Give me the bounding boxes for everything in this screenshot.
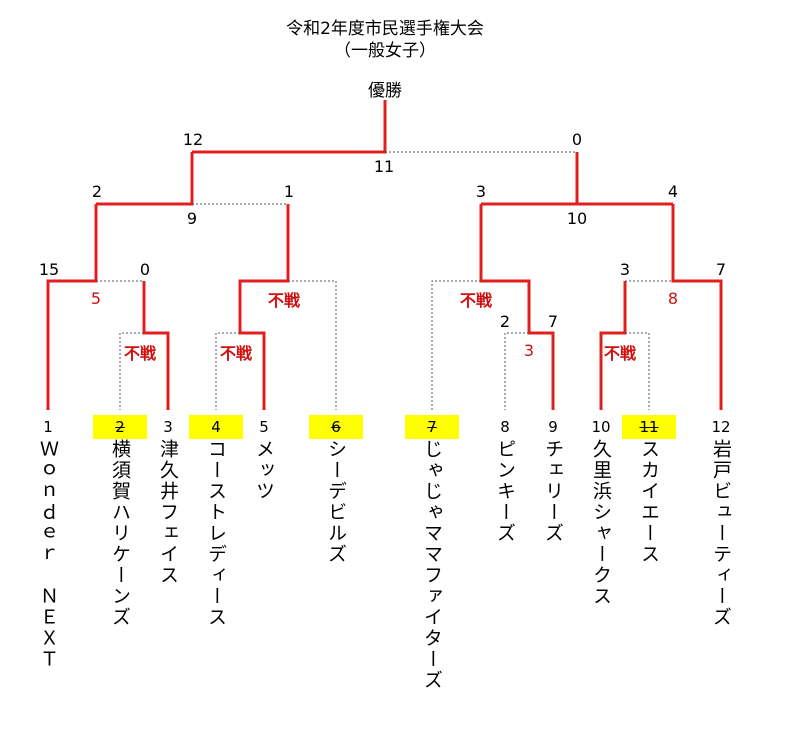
team-name: シーデビルズ: [325, 439, 347, 565]
team-1: 1 Ｗｏｎｄｅｒ ＮＥＸＴ: [33, 415, 63, 670]
team-number: 6: [309, 415, 363, 439]
r1-winner-line: [142, 281, 170, 410]
champion-label: 優勝: [368, 81, 402, 101]
q5-right-score: 0: [139, 260, 151, 279]
semi-left-game-number: 9: [186, 209, 198, 228]
r3-left-score: 2: [499, 312, 511, 331]
team-6: 6 シーデビルズ: [309, 415, 363, 565]
team-name: メッツ: [253, 439, 275, 502]
team-name: スカイエース: [638, 439, 660, 565]
q5-game-number: 5: [90, 289, 102, 308]
semi-right-left-score: 3: [475, 182, 487, 201]
team-number: 9: [548, 418, 558, 436]
team-9: 9 チェリーズ: [538, 415, 568, 544]
team-10: 10 久里浜シャークス: [586, 415, 616, 607]
r3-loser-line: [504, 332, 529, 410]
q7-winner-line: [479, 204, 555, 410]
team-number: 8: [500, 418, 510, 436]
team-11: 11 スカイエース: [622, 415, 676, 565]
q6-loser-line: [288, 280, 337, 410]
team-name: 岩戸ビューティーズ: [710, 439, 732, 628]
team-number: 10: [591, 418, 611, 436]
tournament-subtitle: （一般女子）: [334, 41, 436, 61]
team-number: 11: [622, 415, 676, 439]
team-name: コーストレディース: [205, 439, 227, 628]
team-name: 久里浜シャークス: [590, 439, 612, 607]
team-number: 12: [711, 418, 731, 436]
team-2: 2 横須賀ハリケーンズ: [93, 415, 147, 628]
team-number: 4: [189, 415, 243, 439]
team-name: じゃじゃママファイターズ: [421, 439, 443, 691]
q7-loser-line: [431, 280, 481, 410]
r4-winner-line: [599, 281, 627, 410]
r3-game-number: 3: [523, 341, 535, 360]
team-number: 5: [259, 418, 269, 436]
final-right-score: 0: [571, 130, 583, 149]
team-5: 5 メッツ: [249, 415, 279, 502]
team-number: 1: [43, 418, 53, 436]
q8-game-number: 8: [667, 289, 679, 308]
final-game-number: 11: [373, 157, 395, 176]
team-12: 12 岩戸ビューティーズ: [706, 415, 736, 628]
team-name: チェリーズ: [542, 439, 564, 544]
q8-left-score: 3: [619, 260, 631, 279]
r1-loser-line: [119, 332, 144, 410]
semi-left-left-score: 2: [91, 182, 103, 201]
semi-left-right-score: 1: [283, 182, 295, 201]
team-number: 7: [405, 415, 459, 439]
r4-walkover-label: 不戦: [604, 344, 637, 363]
semi-right-game-number: 10: [566, 209, 588, 228]
q5-winner-line: [46, 204, 98, 410]
semi-right-right-score: 4: [667, 182, 679, 201]
loser-path: [96, 151, 673, 410]
r4-loser-line: [625, 332, 650, 410]
team-3: 3 津久井フェイス: [153, 415, 183, 586]
team-number: 3: [163, 418, 173, 436]
final-winner-line: [192, 100, 387, 154]
q8-winner-line: [671, 204, 723, 410]
q6-winner-line: [238, 204, 290, 410]
team-8: 8 ピンキーズ: [490, 415, 520, 544]
r2-loser-line: [215, 332, 240, 410]
team-7: 7 じゃじゃママファイターズ: [405, 415, 459, 691]
team-name: 横須賀ハリケーンズ: [109, 439, 131, 628]
team-4: 4 コーストレディース: [189, 415, 243, 628]
team-name: ピンキーズ: [494, 439, 516, 544]
q5-left-score: 15: [38, 260, 60, 279]
team-name: Ｗｏｎｄｅｒ ＮＥＸＴ: [37, 439, 59, 670]
r3-right-score: 7: [547, 312, 559, 331]
final-left-score: 12: [182, 130, 204, 149]
q7-walkover-label: 不戦: [460, 291, 493, 310]
team-number: 2: [93, 415, 147, 439]
q8-right-score: 7: [715, 260, 727, 279]
q6-walkover-label: 不戦: [268, 291, 301, 310]
r1-walkover-label: 不戦: [124, 344, 157, 363]
tournament-title: 令和2年度市民選手権大会: [286, 19, 484, 39]
r2-walkover-label: 不戦: [220, 344, 253, 363]
team-name: 津久井フェイス: [157, 439, 179, 586]
